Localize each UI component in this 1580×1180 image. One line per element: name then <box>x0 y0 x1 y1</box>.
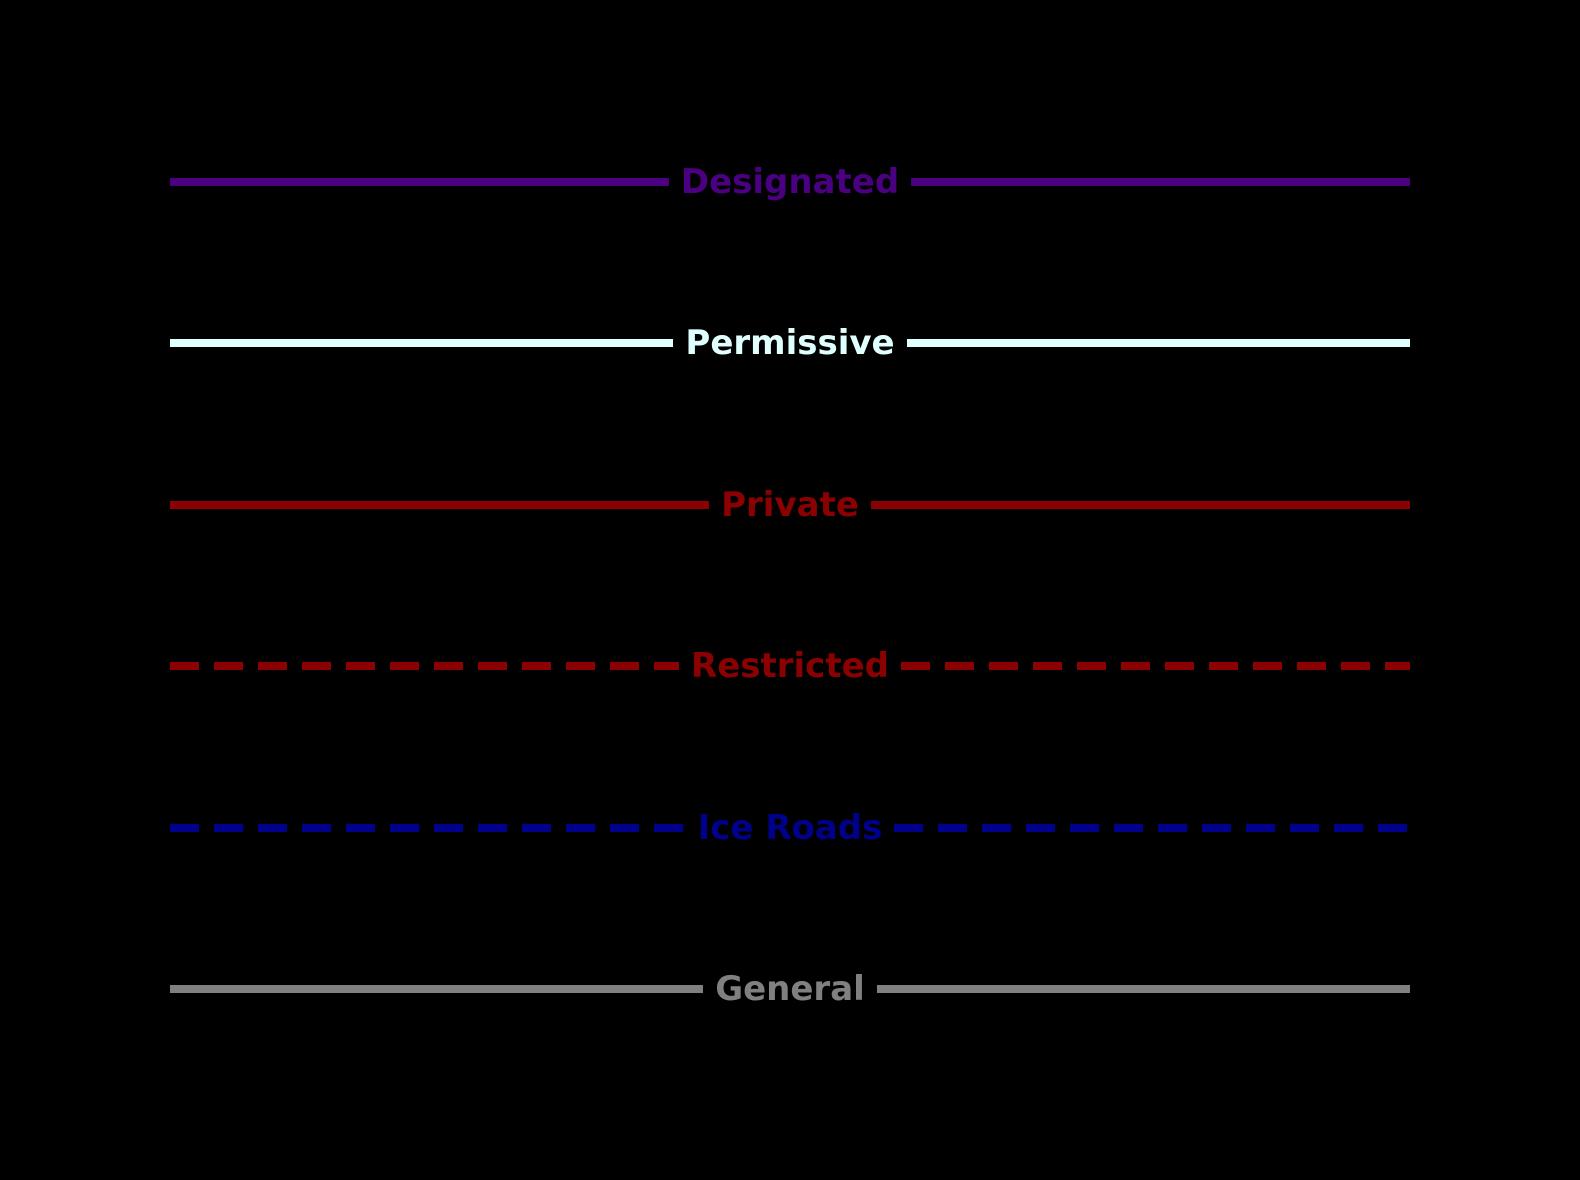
legend-label-ice-roads: Ice Roads <box>697 808 883 848</box>
legend-row-private: Private <box>170 483 1411 527</box>
line-segment-right <box>911 178 1410 186</box>
legend-label-designated: Designated <box>680 162 900 202</box>
legend-row-general: General <box>170 967 1411 1011</box>
legend-label-restricted: Restricted <box>691 646 889 686</box>
line-segment-left <box>170 178 669 186</box>
line-segment-left <box>170 824 686 832</box>
line-segment-left <box>170 501 710 509</box>
legend-label-general: General <box>715 969 865 1009</box>
line-segment-right <box>894 824 1411 832</box>
legend-row-designated: Designated <box>170 160 1410 204</box>
line-segment-right <box>900 662 1410 670</box>
legend-row-permissive: Permissive <box>170 321 1410 365</box>
legend-label-private: Private <box>721 485 859 525</box>
line-segment-left <box>170 339 674 347</box>
legend-row-ice-roads: Ice Roads <box>170 806 1411 850</box>
line-segment-left <box>170 662 680 670</box>
legend-label-permissive: Permissive <box>685 323 895 363</box>
line-segment-right <box>906 339 1410 347</box>
line-segment-left <box>170 985 704 993</box>
line-segment-right <box>876 985 1411 993</box>
legend-row-restricted: Restricted <box>170 644 1410 688</box>
line-segment-right <box>870 501 1411 509</box>
